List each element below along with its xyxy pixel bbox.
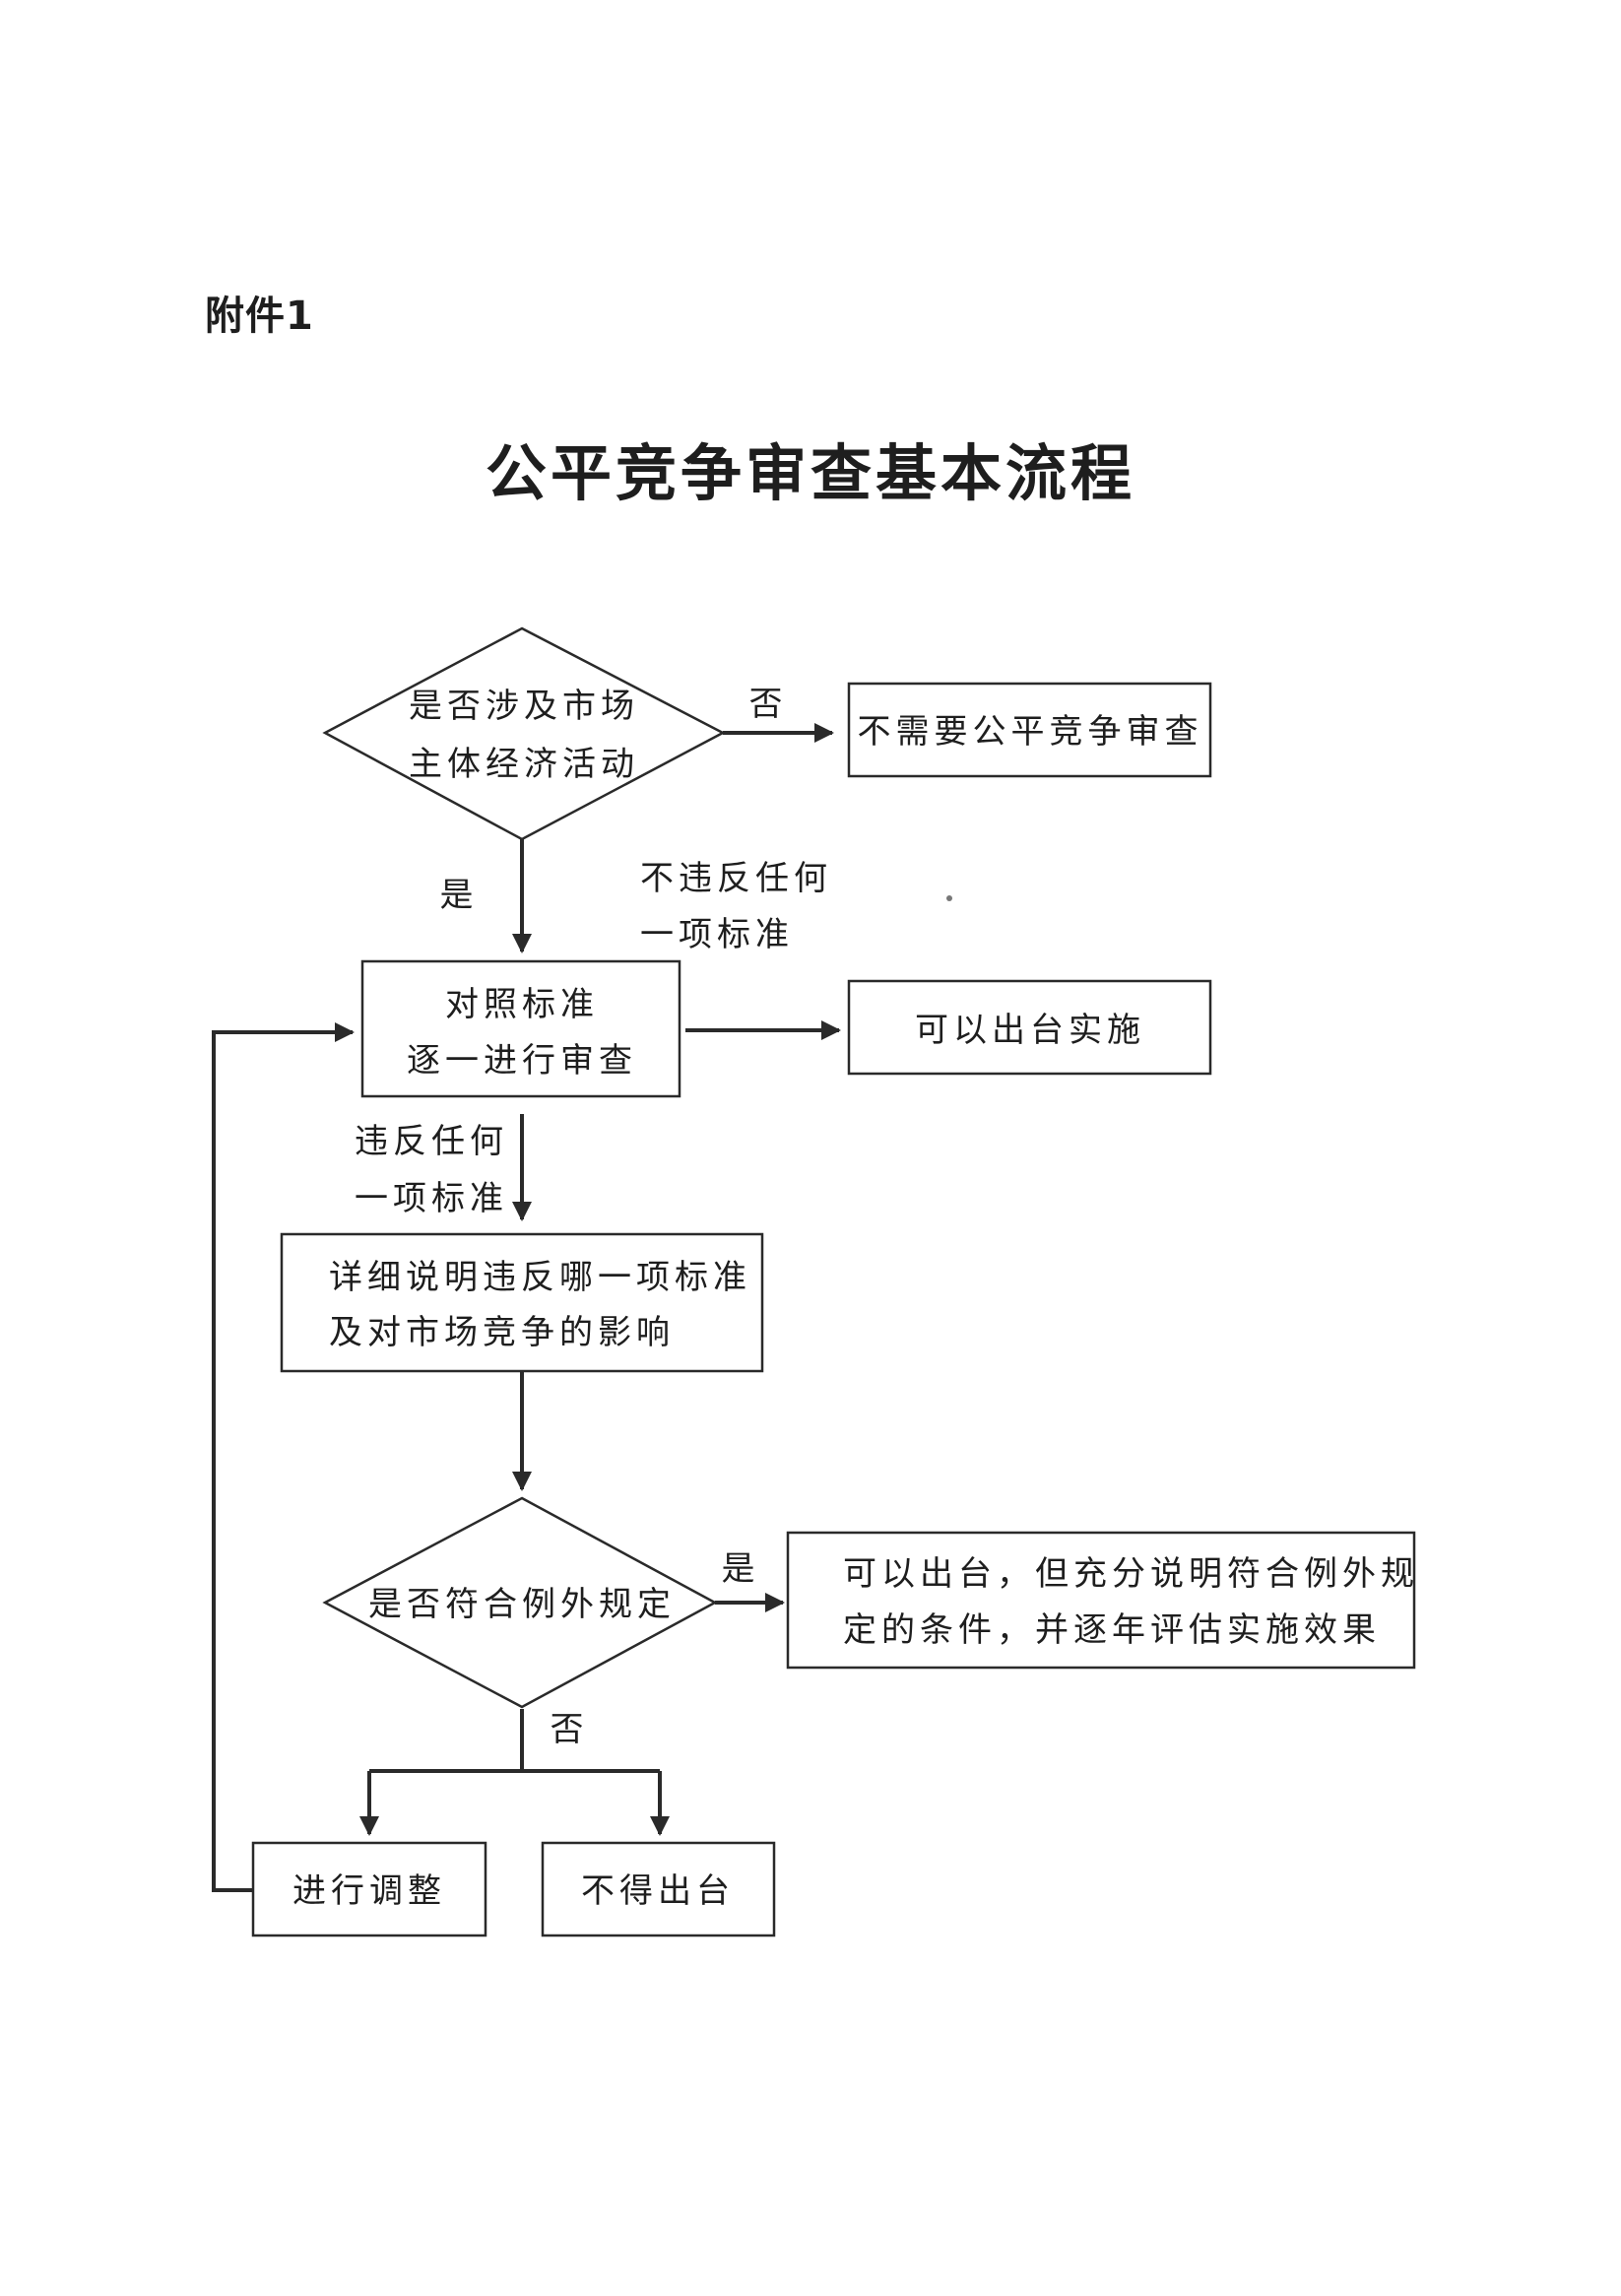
decision-market-line-1: 是否涉及市场 bbox=[409, 687, 639, 726]
edge-adjust-feedback bbox=[212, 1022, 355, 1892]
edge-label-yes-2: 是 bbox=[722, 1549, 760, 1589]
box-exception-line-1: 可以出台，但充分说明符合例外规 bbox=[843, 1554, 1419, 1594]
box-can-implement: 可以出台实施 bbox=[847, 979, 1212, 1076]
decision-market-line-2: 主体经济活动 bbox=[409, 745, 639, 784]
box-exception-line-2: 定的条件，并逐年评估实施效果 bbox=[843, 1610, 1381, 1650]
box-explain-line-2: 及对市场竞争的影响 bbox=[329, 1313, 675, 1352]
decision-exception-text: 是否符合例外规定 bbox=[368, 1585, 676, 1624]
connectors bbox=[212, 723, 841, 1892]
box-review-line-2: 逐一进行审查 bbox=[407, 1041, 637, 1081]
edge-label-no-violation-2: 一项标准 bbox=[640, 915, 794, 954]
box-can-implement-text: 可以出台实施 bbox=[915, 1011, 1145, 1050]
box-no-review-text: 不需要公平竞争审查 bbox=[858, 712, 1203, 752]
edge-label-no-violation-1: 不违反任何 bbox=[640, 859, 832, 898]
edge-label-no-2: 否 bbox=[551, 1710, 589, 1749]
edge-label-violation-1: 违反任何 bbox=[355, 1122, 508, 1161]
box-not-implement-text: 不得出台 bbox=[581, 1871, 735, 1911]
edge-label-no-1: 否 bbox=[749, 685, 788, 724]
box-adjust: 进行调整 bbox=[251, 1841, 487, 1937]
edge-labels: 否 是 不违反任何 一项标准 违反任何 一项标准 是 否 bbox=[355, 685, 832, 1749]
box-review-line-1: 对照标准 bbox=[445, 985, 599, 1024]
box-explain-violation: 详细说明违反哪一项标准 及对市场竞争的影响 bbox=[280, 1232, 764, 1373]
edge-label-violation-2: 一项标准 bbox=[355, 1179, 508, 1218]
box-explain-line-1: 详细说明违反哪一项标准 bbox=[329, 1258, 751, 1297]
box-adjust-text: 进行调整 bbox=[292, 1871, 446, 1911]
box-no-review: 不需要公平竞争审查 bbox=[847, 682, 1212, 778]
page-title: 公平竞争审查基本流程 bbox=[485, 437, 1135, 509]
box-review: 对照标准 逐一进行审查 bbox=[360, 959, 681, 1098]
box-not-implement: 不得出台 bbox=[541, 1841, 776, 1937]
box-exception-implement: 可以出台，但充分说明符合例外规 定的条件，并逐年评估实施效果 bbox=[786, 1531, 1419, 1670]
decision-market-activity: 是否涉及市场 主体经济活动 bbox=[322, 626, 726, 841]
edge-label-yes-1: 是 bbox=[440, 876, 479, 915]
attachment-label: 附件1 bbox=[205, 294, 314, 339]
decision-exception: 是否符合例外规定 bbox=[322, 1496, 718, 1709]
speck-mark bbox=[946, 895, 952, 901]
